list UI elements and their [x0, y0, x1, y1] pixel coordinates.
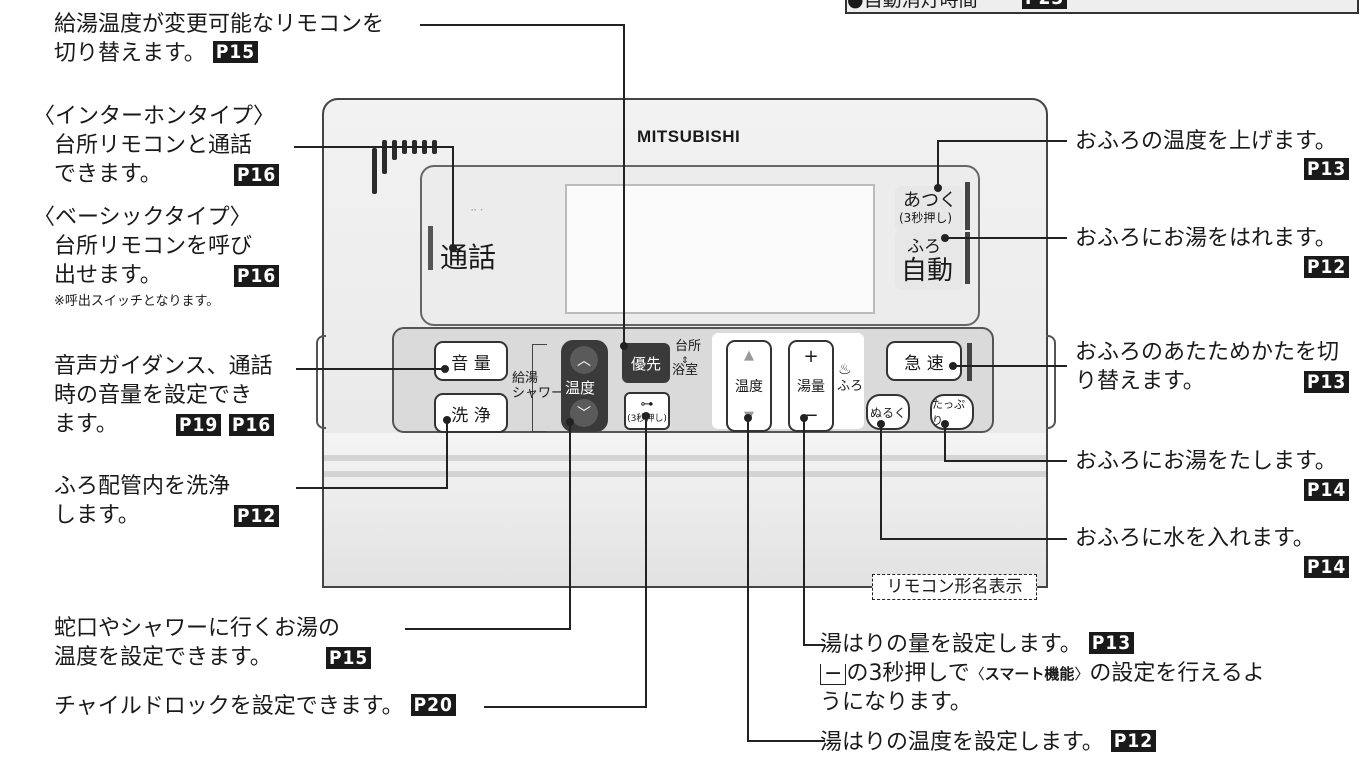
faucet-line2: 温度を設定できます。 — [54, 645, 272, 670]
voice-line2: 時の音量を設定でき — [54, 383, 253, 408]
atsuku-sub-label: (3秒押し) — [899, 211, 952, 225]
bath-temp-label: 温度 — [735, 379, 763, 395]
top-info-box: ●自動消灯時間 P23 — [845, 0, 1359, 14]
tsuwa-button[interactable]: 通話 — [440, 241, 497, 274]
page-ref: P16 — [234, 265, 280, 287]
page-ref: P14 — [1304, 479, 1350, 501]
auto-line1: おふろにお湯をはれます。 — [1075, 226, 1337, 251]
voice-line1: 音声ガイダンス、通話 — [54, 354, 273, 379]
furo-auto-button[interactable]: ふろ 自動 — [895, 230, 963, 290]
yokushitsu-label: 浴室 — [672, 363, 699, 378]
furo-label: ふろ — [907, 237, 941, 257]
wash-button[interactable]: 洗 浄 — [434, 393, 508, 433]
temp-down-icon[interactable]: ﹀ — [570, 399, 598, 427]
furo-indicator — [965, 232, 970, 284]
switch-arrow-icon: ⇕ — [681, 356, 689, 366]
bath-volume-button[interactable]: + 湯量 − — [788, 340, 834, 432]
temp-up-icon[interactable]: ︿ — [570, 346, 598, 374]
nuruku-button[interactable]: ぬるく — [866, 394, 910, 430]
lcd-screen — [565, 184, 875, 314]
basic-line1: 台所リモコンを呼び — [54, 234, 253, 259]
wash-line2: します。 — [54, 503, 140, 528]
childlock-line1: チャイルドロックを設定できます。 P20 — [54, 692, 456, 721]
bracket — [532, 344, 547, 432]
braille-dots: ⠒⠂ — [470, 206, 489, 217]
page-ref: P13 — [1304, 371, 1350, 393]
page-ref: P12 — [1304, 256, 1350, 278]
brand-logo: MITSUBISHI — [637, 127, 741, 146]
rapid-line1: おふろのあたためかたを切 — [1075, 340, 1340, 365]
page-ref: P16 — [229, 414, 275, 436]
auto-off-label: ●自動消灯時間 — [847, 0, 978, 11]
volume-set-line3: うになります。 — [820, 690, 972, 715]
page-ref: P15 — [212, 41, 259, 63]
intercom-line1: 台所リモコンと通話 — [54, 133, 253, 158]
rapid-button[interactable]: 急 速 — [886, 341, 962, 381]
jido-label: 自動 — [901, 256, 954, 286]
kyuto-switch-line2: 切り替えます。 P15 — [54, 39, 259, 68]
page-ref: P12 — [234, 505, 280, 527]
remote-lower-cover — [324, 433, 1046, 586]
page-ref: P13 — [1088, 632, 1135, 654]
basic-line2: 出せます。 — [54, 263, 162, 288]
side-latch-right — [1046, 335, 1056, 429]
temp-set-line1: 湯はりの温度を設定します。 P12 — [820, 728, 1157, 757]
priority-button[interactable]: 優先 — [622, 343, 670, 383]
model-label: リモコン形名表示 — [872, 574, 1037, 600]
intercom-line2: できます。 — [54, 162, 162, 187]
key-icon: ⊶ — [640, 396, 654, 412]
side-latch-left — [316, 335, 326, 429]
basic-note: ※呼出スイッチとなります。 — [54, 294, 220, 309]
water-line1: おふろに水を入れます。 — [1075, 526, 1315, 551]
bathtub-icon: ♨ — [838, 360, 852, 378]
shower-label: シャワー — [512, 386, 565, 401]
bath-temp-up-icon[interactable]: ▲ — [744, 348, 754, 363]
addhot-line1: おふろにお湯をたします。 — [1075, 449, 1337, 474]
page-ref: P16 — [234, 164, 280, 186]
yuryo-label: 湯量 — [797, 379, 825, 395]
page-ref: P15 — [326, 647, 372, 669]
faucet-temp-rocker[interactable]: ︿ 温度 ﹀ — [561, 340, 608, 432]
temp-label: 温度 — [565, 379, 596, 397]
daidokoro-label: 台所 — [675, 339, 702, 354]
kyuto-switch-line1: 給湯温度が変更可能なリモコンを — [54, 12, 385, 37]
furo-small-label: ふろ — [837, 379, 864, 394]
minus-icon[interactable]: − — [803, 405, 819, 426]
page-ref: P14 — [1304, 556, 1350, 578]
volume-set-line1: 湯はりの量を設定します。 P13 — [820, 630, 1135, 659]
rapid-line2: り替えます。 — [1075, 369, 1205, 394]
atsuku-indicator — [965, 182, 970, 230]
kyuto-label: 給湯 — [512, 371, 539, 386]
page-ref: P20 — [410, 694, 456, 716]
intercom-heading: 〈インターホンタイプ〉 — [33, 104, 276, 129]
tsuwa-indicator — [428, 226, 433, 270]
basic-heading: 〈ベーシックタイプ〉 — [33, 205, 252, 230]
volume-button[interactable]: 音 量 — [434, 341, 508, 381]
volume-set-line2: −の3秒押しで〈スマート機能〉の設定を行えるよ — [820, 659, 1265, 689]
smart-feature-label: スマート機能 — [984, 665, 1075, 683]
plus-icon[interactable]: + — [803, 346, 819, 367]
atsuku-label: あつく — [903, 190, 957, 211]
atsuku-button[interactable]: あつく (3秒押し) — [895, 186, 963, 232]
voice-line3: ます。 — [54, 412, 118, 437]
page-ref: P13 — [1304, 158, 1350, 180]
tappuri-button[interactable]: たっぷり — [930, 394, 974, 430]
page-ref: P12 — [1110, 730, 1157, 752]
child-lock-button[interactable]: ⊶ (3秒押し) — [624, 392, 670, 430]
faucet-line1: 蛇口やシャワーに行くお湯の — [54, 616, 341, 641]
temp-up-line1: おふろの温度を上げます。 — [1075, 129, 1337, 154]
page-ref: P19 — [176, 414, 222, 436]
minus-key-icon: − — [820, 663, 847, 685]
wash-line1: ふろ配管内を洗浄 — [54, 474, 231, 499]
page-ref: P23 — [1022, 0, 1068, 9]
rapid-indicator — [967, 343, 972, 381]
